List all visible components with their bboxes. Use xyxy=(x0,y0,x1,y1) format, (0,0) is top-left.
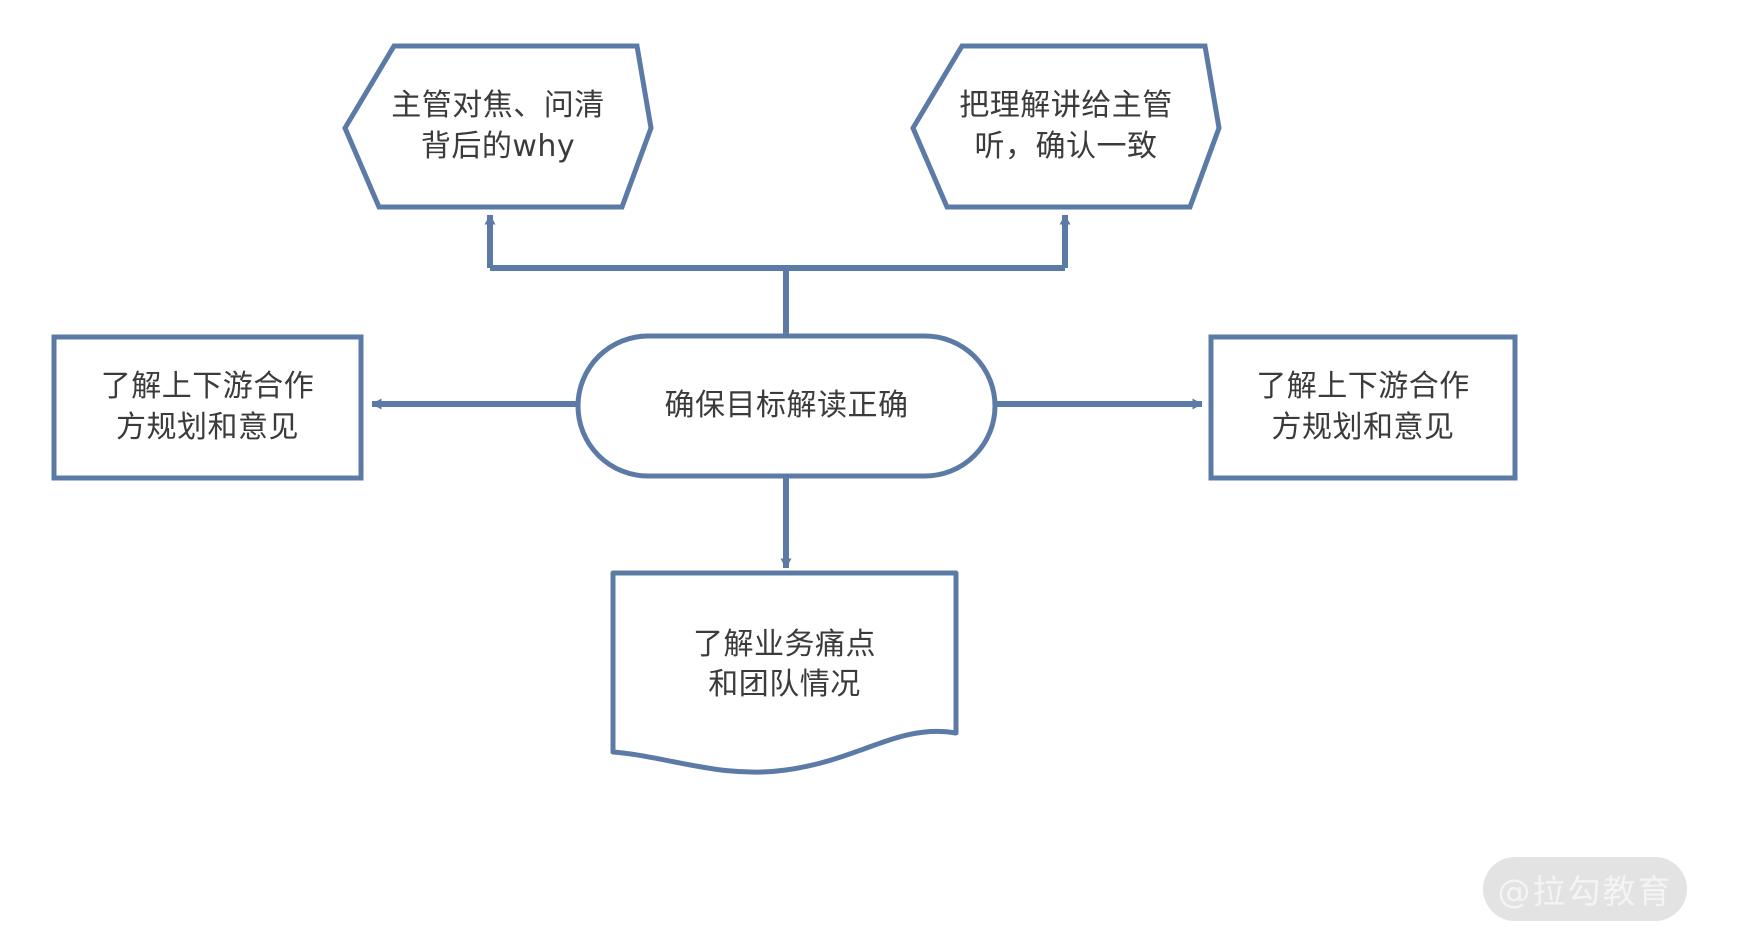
node-top-left-shape[interactable] xyxy=(342,43,654,210)
connector-center-to-top-right xyxy=(786,214,1071,271)
watermark: @拉勾教育 xyxy=(1483,857,1687,921)
node-left-shape[interactable] xyxy=(51,334,364,481)
center-node-shape[interactable] xyxy=(575,333,998,479)
node-top-right-shape[interactable] xyxy=(910,43,1222,210)
connector-center-to-top-left xyxy=(484,214,789,336)
node-bottom-shape[interactable] xyxy=(610,570,959,775)
node-right-shape[interactable] xyxy=(1208,334,1518,481)
